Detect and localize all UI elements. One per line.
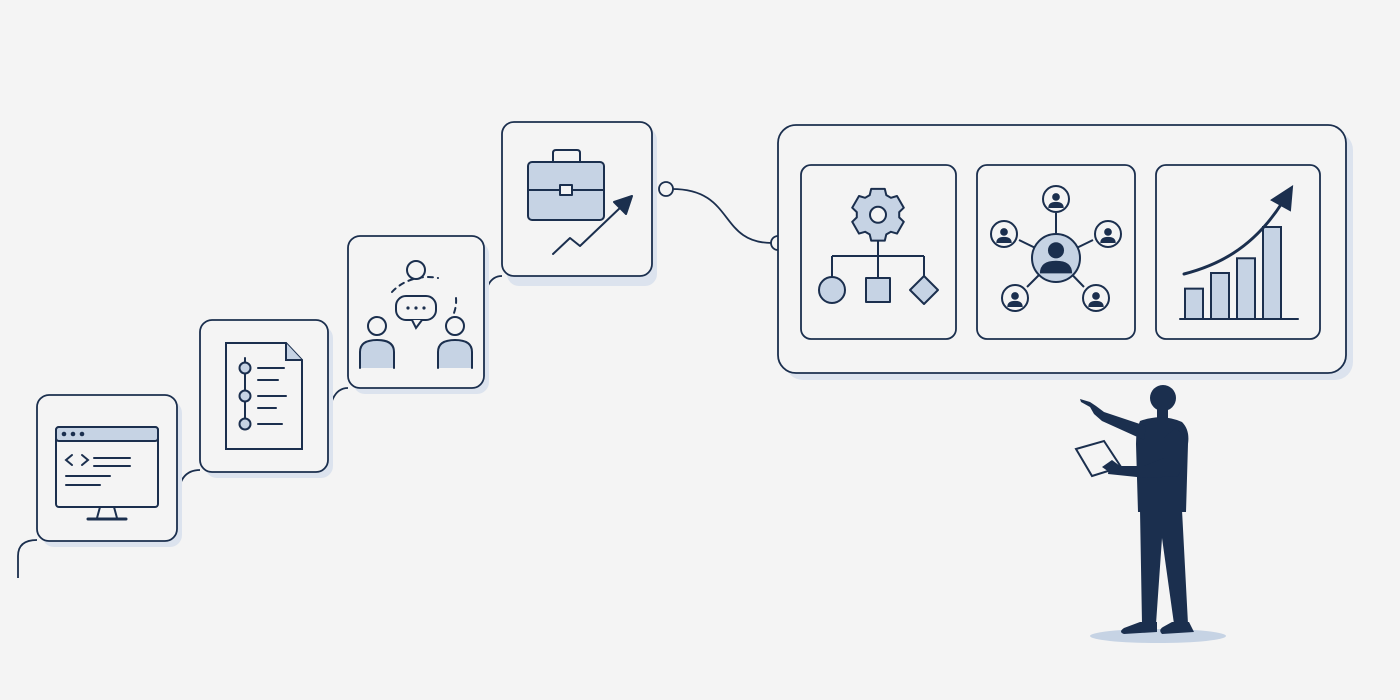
- process-flow-icon: [818, 187, 939, 305]
- briefcase-growth-icon: [527, 149, 633, 255]
- people-network-card: [976, 164, 1136, 340]
- code-window-icon: [55, 426, 159, 521]
- process-flow-card: [800, 164, 957, 340]
- document-timeline-icon: [225, 342, 303, 450]
- growth-bar-2: [1210, 272, 1230, 320]
- growth-chart-bars: [1184, 226, 1282, 321]
- businessman-pointing-icon: [1074, 385, 1226, 643]
- growth-chart-card: [1155, 164, 1321, 340]
- people-network-icon: [990, 185, 1122, 312]
- step-card-career: [501, 121, 657, 286]
- step-card-code: [36, 394, 182, 547]
- growth-bar-3: [1236, 257, 1256, 320]
- connector-node-start: [658, 181, 674, 197]
- organization-panel: [777, 124, 1353, 380]
- step-card-discussion: [347, 235, 489, 394]
- growth-chart-icon: [1179, 185, 1299, 321]
- growth-bar-1: [1184, 287, 1204, 321]
- growth-bar-4: [1262, 226, 1282, 320]
- presenter-shadow: [1090, 629, 1226, 643]
- team-discussion-icon: [359, 260, 473, 369]
- step-card-document: [199, 319, 333, 478]
